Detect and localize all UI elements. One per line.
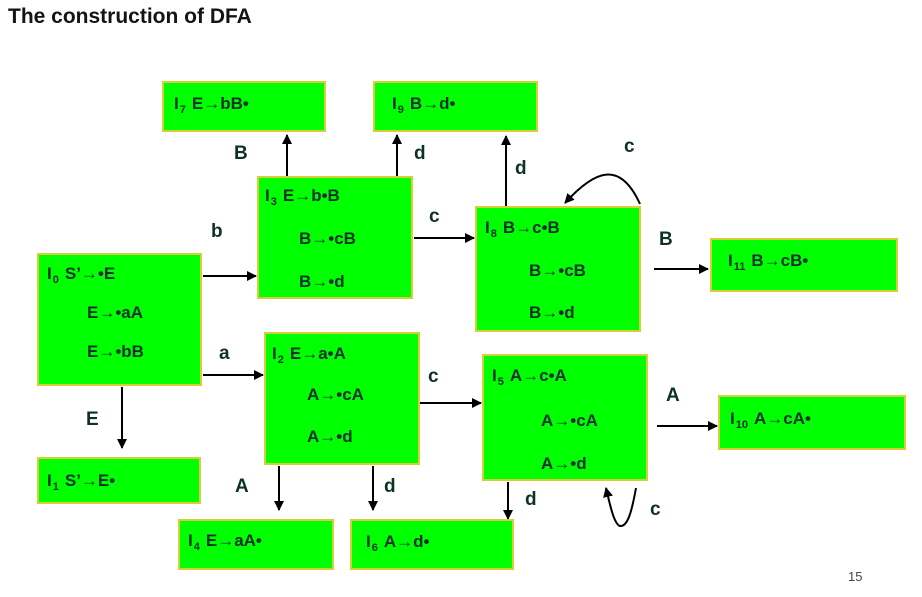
- label-i2-i5: c: [428, 366, 439, 387]
- state-i9: I9 B→d•: [373, 81, 538, 132]
- state-i2-item-2: A→•cA: [307, 385, 364, 404]
- arrow-i8-self: [564, 173, 641, 205]
- label-i8-i9: d: [515, 158, 527, 179]
- state-i3-item-1: I3 E→b•B: [265, 186, 340, 212]
- state-i8-item-3: B→•d: [529, 303, 575, 322]
- state-i1-item-1: I1 S’→E•: [47, 471, 115, 497]
- state-i4-item-1-text: E→aA•: [205, 531, 262, 550]
- state-i7-item-1-text: E→bB•: [191, 94, 249, 113]
- state-i7-subscript: 7: [179, 104, 186, 116]
- state-i0-item-1: I0 S’→•E: [47, 264, 115, 290]
- state-i6-item-1-text: A→d•: [383, 532, 430, 551]
- state-i2-id: I: [272, 344, 277, 363]
- state-i0-subscript: 0: [52, 274, 59, 286]
- state-i11: I11 B→cB•: [710, 238, 898, 292]
- state-i0-item-1-text: S’→•E: [64, 264, 116, 283]
- page-number: 15: [848, 569, 863, 584]
- state-i8-item-1-text: B→c•B: [502, 218, 560, 237]
- state-i4: I4 E→aA•: [178, 519, 334, 570]
- slide-title: The construction of DFA: [8, 5, 252, 28]
- state-i3-item-3: B→•d: [299, 272, 345, 291]
- state-i5-id: I: [492, 366, 497, 385]
- label-i5-i10: A: [666, 385, 680, 406]
- state-i10: I10 A→cA•: [718, 395, 906, 450]
- state-i2-item-1-text: E→a•A: [289, 344, 346, 363]
- state-i5-item-1: I5 A→c•A: [492, 366, 567, 392]
- state-i7: I7 E→bB•: [162, 81, 326, 132]
- label-i3-i8: c: [429, 206, 440, 227]
- arrow-i5-self: [603, 487, 637, 527]
- state-i8-item-2: B→•cB: [529, 261, 586, 280]
- state-i0: I0 S’→•E E→•aA E→•bB: [37, 253, 202, 386]
- state-i7-id: I: [174, 94, 179, 113]
- state-i1: I1 S’→E•: [37, 457, 201, 504]
- state-i3-item-1-text: E→b•B: [282, 186, 340, 205]
- state-i4-subscript: 4: [193, 541, 200, 553]
- state-i9-id: I: [392, 94, 397, 113]
- state-i9-item-1: I9 B→d•: [392, 94, 455, 120]
- state-i5-item-1-text: A→c•A: [509, 366, 567, 385]
- state-i5-subscript: 5: [497, 376, 504, 388]
- state-i5: I5 A→c•A A→•cA A→•d: [482, 354, 648, 481]
- state-i11-id: I: [728, 251, 733, 270]
- label-i8-i11: B: [659, 229, 673, 250]
- state-i3-item-2: B→•cB: [299, 229, 356, 248]
- state-i2: I2 E→a•A A→•cA A→•d: [264, 332, 420, 465]
- state-i8-subscript: 8: [490, 228, 497, 240]
- state-i0-item-2: E→•aA: [87, 303, 144, 322]
- label-i2-i6: d: [384, 476, 396, 497]
- state-i11-item-1: I11 B→cB•: [728, 251, 808, 277]
- label-i3-i9: d: [414, 143, 426, 164]
- state-i3: I3 E→b•B B→•cB B→•d: [257, 176, 413, 299]
- state-i6-item-1: I6 A→d•: [366, 532, 429, 558]
- state-i7-item-1: I7 E→bB•: [174, 94, 249, 120]
- label-i5-i5: c: [650, 499, 661, 520]
- state-i1-subscript: 1: [52, 481, 59, 493]
- state-i3-subscript: 3: [270, 196, 277, 208]
- state-i9-item-1-text: B→d•: [409, 94, 456, 113]
- state-i3-id: I: [265, 186, 270, 205]
- label-i2-i4: A: [235, 476, 249, 497]
- state-i10-item-1-text: A→cA•: [753, 409, 811, 428]
- state-i0-item-3: E→•bB: [87, 342, 144, 361]
- state-i10-id: I: [730, 409, 735, 428]
- label-i0-i1: E: [86, 409, 99, 430]
- label-i5-i6: d: [525, 489, 537, 510]
- state-i8-item-1: I8 B→c•B: [485, 218, 560, 244]
- state-i2-subscript: 2: [277, 354, 284, 366]
- label-i3-i7: B: [234, 143, 248, 164]
- state-i9-subscript: 9: [397, 104, 404, 116]
- state-i2-item-3: A→•d: [307, 427, 353, 446]
- state-i1-id: I: [47, 471, 52, 490]
- label-i0-i3: b: [211, 221, 223, 242]
- state-i6-subscript: 6: [371, 542, 378, 554]
- state-i11-item-1-text: B→cB•: [751, 251, 809, 270]
- state-i10-item-1: I10 A→cA•: [730, 409, 811, 435]
- state-i6-id: I: [366, 532, 371, 551]
- state-i5-item-3: A→•d: [541, 454, 587, 473]
- state-i5-item-2: A→•cA: [541, 411, 598, 430]
- state-i6: I6 A→d•: [350, 519, 514, 570]
- state-i10-subscript: 10: [735, 419, 748, 431]
- state-i8-id: I: [485, 218, 490, 237]
- state-i0-id: I: [47, 264, 52, 283]
- state-i2-item-1: I2 E→a•A: [272, 344, 346, 370]
- label-i8-i8: c: [624, 136, 635, 157]
- state-i11-subscript: 11: [733, 261, 746, 273]
- state-i4-id: I: [188, 531, 193, 550]
- state-i8: I8 B→c•B B→•cB B→•d: [475, 206, 641, 332]
- state-i4-item-1: I4 E→aA•: [188, 531, 262, 557]
- state-i1-item-1-text: S’→E•: [64, 471, 116, 490]
- label-i0-i2: a: [219, 343, 230, 364]
